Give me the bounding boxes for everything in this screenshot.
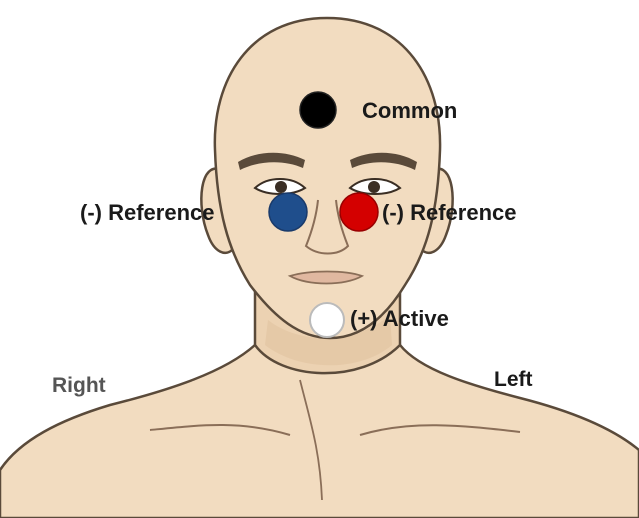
electrode-common: [300, 92, 336, 128]
electrode-reference-right: [269, 193, 307, 231]
label-common: Common: [362, 98, 457, 123]
head: [215, 18, 440, 338]
label-reference-right: (-) Reference: [80, 200, 214, 225]
label-side-right: Right: [52, 374, 106, 397]
electrode-reference-left: [340, 193, 378, 231]
right-pupil: [275, 181, 287, 193]
label-reference-left: (-) Reference: [382, 200, 516, 225]
label-side-left: Left: [494, 368, 533, 391]
electrode-active: [310, 303, 344, 337]
label-active: (+) Active: [350, 306, 449, 331]
left-pupil: [368, 181, 380, 193]
